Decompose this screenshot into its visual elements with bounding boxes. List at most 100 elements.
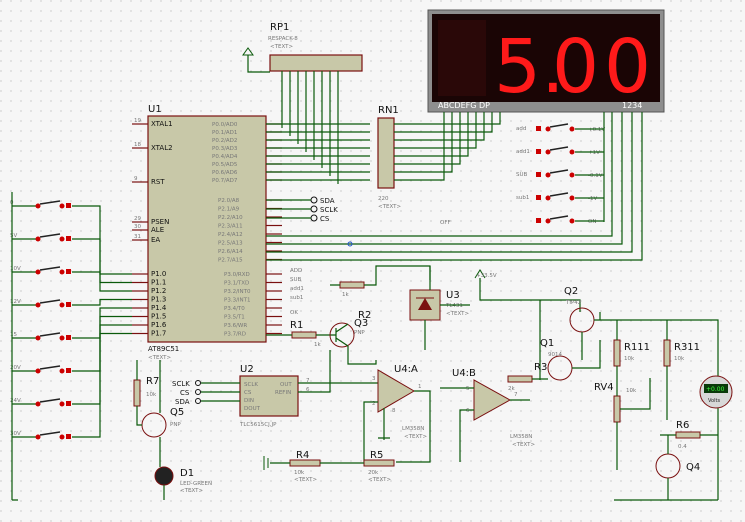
u4a-pin8: 8 [392,408,396,414]
r4-text: <TEXT> [294,477,317,483]
u1-pin-num: 9 [134,176,138,182]
u1-p2-pin: P2.2/A10 [218,215,243,221]
bus-sda: SDA [320,197,335,205]
d1-led: D1 LED-GREEN <TEXT> [154,466,212,494]
u4a-pin3: 3 [372,376,376,382]
r7-ref: R7 [146,376,159,387]
left-switch-label: 15 [10,332,17,338]
q4-ref: Q4 [686,462,700,473]
u4a-pin2: 2 [372,401,376,407]
u1-p0-pin: P0.4/AD4 [212,154,238,160]
left-switch-label: 12V [10,299,21,305]
r5-value: 20k [368,470,379,476]
right-switch[interactable]: ON [536,215,604,225]
left-switch-label: 5V [10,233,17,239]
r311-ref: R311 [674,342,700,353]
q5-type: PNP [170,422,181,428]
right-switch[interactable]: SUB-0.1V [516,169,604,179]
u1-p1-pin: P1.4 [151,304,167,312]
r2-value: 1k [342,292,349,298]
r2-ref: R2 [358,310,371,321]
u4a-text: <TEXT> [404,434,427,440]
q2-type: TIP42 [565,300,581,306]
left-switch[interactable]: 10V [10,266,132,292]
u1-p2-pin: P2.1/A9 [218,207,240,213]
u1-pin-num: 29 [134,216,141,222]
q2-ref: Q2 [564,286,578,297]
u1-pin-num: 19 [134,118,141,124]
p2-bus-labels: SDA SCLK CS [266,196,338,223]
digit-1-blank [438,20,486,96]
p3-label-ok: OK [290,310,298,316]
u1-text: <TEXT> [148,355,171,361]
p3-label-sub: SUB [290,277,302,283]
q3-type: PNP [354,330,365,336]
u2-pin-out: OUT [280,382,292,388]
bus-cs: CS [320,215,330,223]
u2-pin-dout: DOUT [244,406,261,412]
segment-label: ABCDEFG DP [438,101,490,110]
left-switch[interactable]: 12V [10,298,132,308]
q1-ref: Q1 [540,338,554,349]
u1-p0-pin: P0.1/AD1 [212,130,237,136]
p3-net-labels: ADD SUB add1 sub1 OK [290,268,304,316]
u4b-opamp: U4:B LM358N <TEXT> 5 6 7 [452,368,535,448]
right-switch[interactable]: add+0.1V [516,123,605,133]
u1-pin-name: XTAL1 [151,120,173,128]
r1-ref: R1 [290,320,303,331]
q3-ref: Q3 [354,318,368,329]
u1-p2-pin: P2.5/A13 [218,241,243,247]
rn1-text: <TEXT> [378,204,401,210]
right-switch-net: add [516,126,526,132]
u2-dac: U2 SCLK CS DIN DOUT OUT REFIN TLC5615CJ,… [172,364,310,428]
rp1-ref: RP1 [270,22,289,33]
u1-pin-num: 31 [134,234,141,240]
u2-pin-din: DIN [244,398,254,404]
u1-ref: U1 [148,104,162,115]
r111-ref: R111 [624,342,650,353]
u1-p0-pin: P0.7/AD7 [212,178,238,184]
r5-ref: R5 [370,450,383,461]
u1-p0-pin: P0.2/AD2 [212,138,237,144]
voltmeter-reading: +0.00 [706,386,725,393]
d1-type: LED-GREEN [180,481,212,487]
rp1-text: <TEXT> [270,44,293,50]
right-switch[interactable]: sub1-1V [516,192,604,202]
right-switch-net: add1 [516,149,530,155]
u1-p1-pin: P1.0 [151,270,166,278]
right-switch[interactable]: add1+1V [516,146,604,156]
r111-value: 10k [624,356,635,362]
u4b-pin5: 5 [466,386,470,392]
bus-sclk: SCLK [320,206,338,214]
right-switch-label: -0.1V [588,173,603,179]
left-switch[interactable]: 5V [10,233,132,284]
r6-value: 0.4 [678,444,687,450]
supply-terminal: +33.5V [474,269,497,279]
r311-value: 10k [674,356,685,362]
r4-ref: R4 [296,450,309,461]
left-switch-label: 24V [10,398,21,404]
u1-p2-pin: P2.4/A12 [218,232,243,238]
u2-ref: U2 [240,364,254,375]
u1-p3-pin: P3.0/RXD [224,272,250,278]
u1-p2-pin: P2.3/A11 [218,224,243,230]
r6-ref: R6 [676,420,689,431]
u4b-pin7: 7 [514,392,518,398]
q5-ref: Q5 [170,407,184,418]
rp1-resistor-pack: RP1 RESPACK-8 <TEXT> [242,22,363,184]
left-switch[interactable]: 30V [10,332,132,440]
u1-pin-name: XTAL2 [151,144,173,152]
u3-text: <TEXT> [446,311,469,317]
supply-label: +33.5V [476,273,497,279]
u3-type: TL431 [445,303,463,309]
u4b-ref: U4:B [452,368,476,379]
u2-pin-refin: REFIN [275,390,291,396]
u1-p3-pin: P3.4/T0 [224,306,245,312]
u1-p1-pin: P1.7 [151,330,166,338]
display-digit-1: 5. [494,24,565,110]
u1-p0-pin: P0.6/AD6 [212,170,238,176]
right-switch-net: sub1 [516,195,529,201]
u1-p1-pin: P1.6 [151,321,167,329]
u2-net-cs: CS [180,389,190,397]
